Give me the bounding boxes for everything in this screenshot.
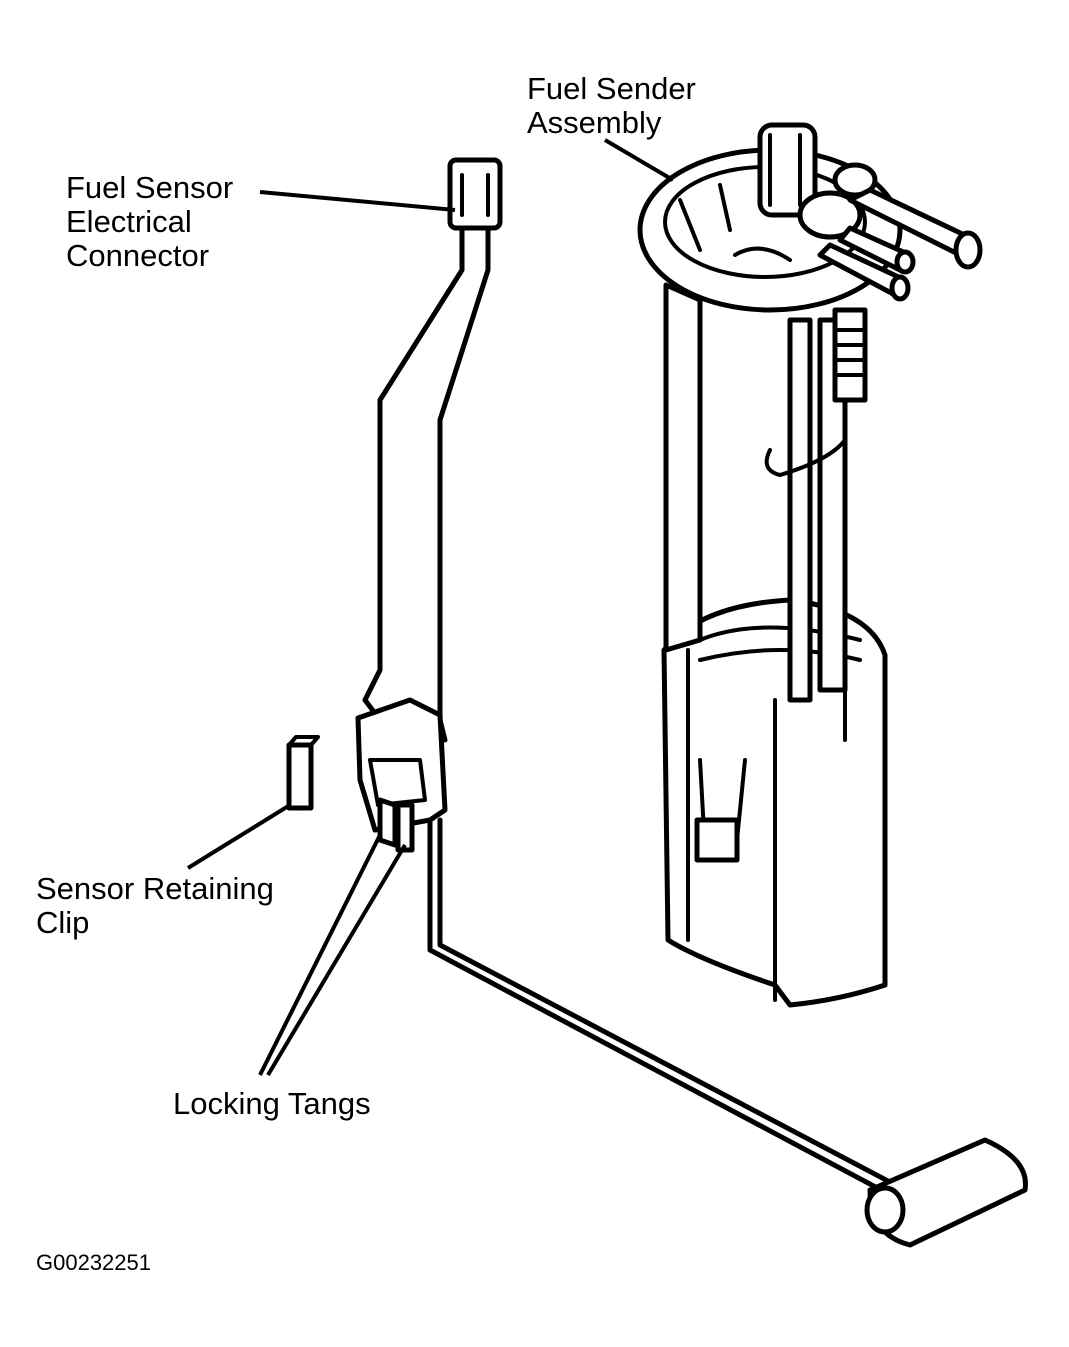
figure-id: G00232251 [36,1250,151,1275]
label-clip-line-1: Sensor Retaining [36,871,274,906]
leader-retaining-clip [186,803,292,870]
leader-lines [186,138,675,1077]
label-fuel-sender-line-1: Fuel Sender [527,71,696,106]
fuel-sensor-wiring [362,157,503,743]
label-clip-line-2: Clip [36,905,90,940]
fuel-sender-assembly [637,122,983,1008]
label-fuel-sender-line-2: Assembly [527,105,662,140]
label-tangs-line-1: Locking Tangs [173,1086,371,1121]
label-sensor-retaining-clip: Sensor Retaining Clip [36,872,274,940]
label-connector-line-1: Fuel Sensor [66,170,234,205]
label-connector-line-2: Electrical [66,204,192,239]
label-fuel-sensor-connector: Fuel Sensor Electrical Connector [66,171,233,273]
float-arm-assembly [427,817,1028,1248]
label-locking-tangs: Locking Tangs [173,1087,371,1121]
leader-tang-2 [266,843,407,1077]
leader-connector [259,190,456,212]
leader-fuel-sender [603,138,675,182]
leader-tang-1 [258,834,382,1076]
label-fuel-sender-assembly: Fuel Sender Assembly [527,72,696,140]
fuel-level-sensor [286,697,448,853]
label-connector-line-3: Connector [66,238,210,273]
